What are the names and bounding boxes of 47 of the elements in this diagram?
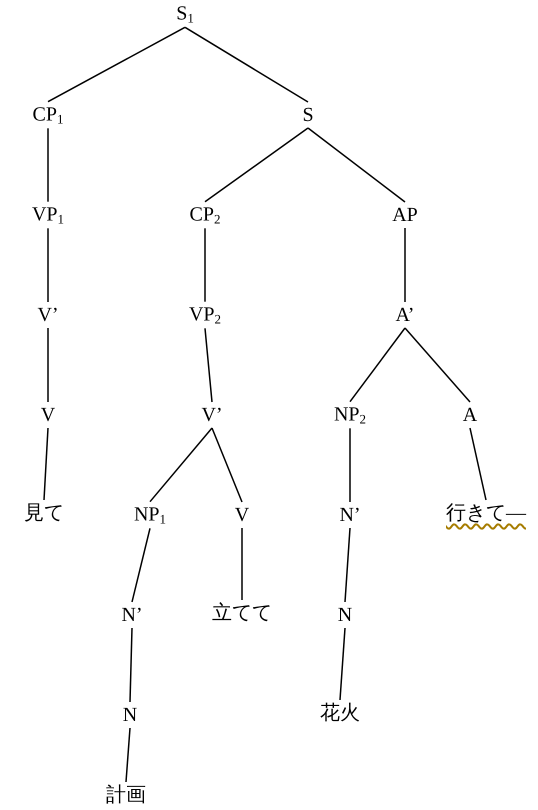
tree-branch <box>349 328 406 402</box>
tree-branch <box>47 228 49 302</box>
tree-node-label: VP$_{1}$ <box>30 202 66 228</box>
tree-node-label: 行きて— <box>444 500 528 526</box>
tree-branch <box>129 628 133 702</box>
tree-branch <box>404 328 471 402</box>
tree-branch <box>349 428 351 502</box>
tree-branch <box>149 428 213 502</box>
tree-node-label: V <box>38 402 58 428</box>
tree-node-label: CP$_{1}$ <box>30 102 66 128</box>
tree-node-label: V’ <box>199 402 225 428</box>
tree-node-label: S <box>300 102 316 128</box>
tree-node-label: S$_{1}$ <box>174 0 196 28</box>
tree-branch <box>125 728 131 782</box>
tree-branch <box>308 127 406 203</box>
tree-branch <box>339 628 346 700</box>
tree-node-label: VP$_{2}$ <box>186 302 224 328</box>
tree-node-label: NP$_{1}$ <box>132 502 168 528</box>
tree-branch <box>184 26 308 103</box>
tree-branch <box>469 428 487 500</box>
tree-node-label: N <box>336 602 354 628</box>
tree-branch <box>211 428 243 502</box>
tree-node-label: CP$_{2}$ <box>188 202 222 228</box>
tree-branch <box>47 328 49 402</box>
tree-branch <box>204 328 213 402</box>
tree-node-label: A <box>460 402 480 428</box>
tree-branch <box>404 228 406 302</box>
tree-node-label: N <box>120 702 140 728</box>
tree-node-label: 見て <box>22 500 66 526</box>
tree-node-label: NP$_{2}$ <box>332 402 368 428</box>
tree-branch <box>241 528 243 600</box>
tree-node-label: N’ <box>337 502 363 528</box>
tree-node-label: N’ <box>119 602 145 628</box>
tree-node-label: V’ <box>35 302 61 328</box>
tree-branch <box>47 128 49 202</box>
tree-branch <box>131 528 151 602</box>
tree-node-label: 計画 <box>104 782 148 808</box>
tree-node-label: 花火 <box>318 700 362 726</box>
tree-branch <box>48 26 186 102</box>
tree-node-label: AP <box>390 202 420 228</box>
tree-branch <box>204 228 206 302</box>
tree-node-label: V <box>232 502 252 528</box>
tree-node-label: A’ <box>394 302 416 328</box>
tree-branch <box>204 127 308 202</box>
tree-node-label: 立てて <box>210 600 274 626</box>
tree-branch <box>344 528 351 602</box>
tree-branch <box>43 428 49 500</box>
